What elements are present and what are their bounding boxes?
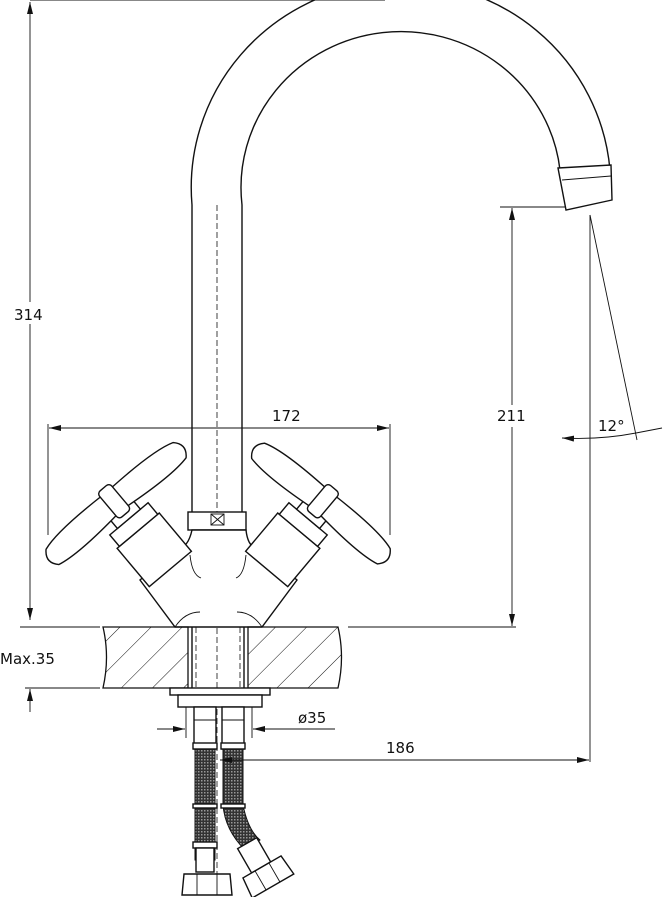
dimension-label-172: 172 [272, 407, 301, 425]
dimension-label-314: 314 [14, 306, 43, 324]
right-hose [220, 742, 295, 897]
dimension-label-186: 186 [386, 739, 415, 757]
height-dimension-314: 314 [10, 0, 385, 620]
spout-height-dimension-211: 211 [494, 206, 565, 626]
handle-span-dimension-172: 172 [47, 407, 391, 535]
dimension-label-211: 211 [497, 407, 526, 425]
spout-reach-dimension-186: 186 [220, 739, 589, 763]
dimension-label-max35: Max.35 [0, 650, 55, 668]
deck-thickness-dimension: Max.35 [0, 650, 100, 712]
left-hose [181, 742, 233, 896]
spout-angle-dimension: 12° [561, 214, 663, 762]
collar [187, 511, 247, 531]
dimension-label-dia35: ø35 [298, 709, 326, 727]
left-handle [45, 441, 193, 588]
right-handle [244, 442, 391, 588]
countertop-section [20, 626, 516, 689]
mounting-hardware [169, 687, 271, 750]
spout [190, 0, 613, 512]
hole-diameter-dimension: ø35 [157, 707, 335, 738]
dimension-label-12deg: 12° [598, 417, 625, 435]
